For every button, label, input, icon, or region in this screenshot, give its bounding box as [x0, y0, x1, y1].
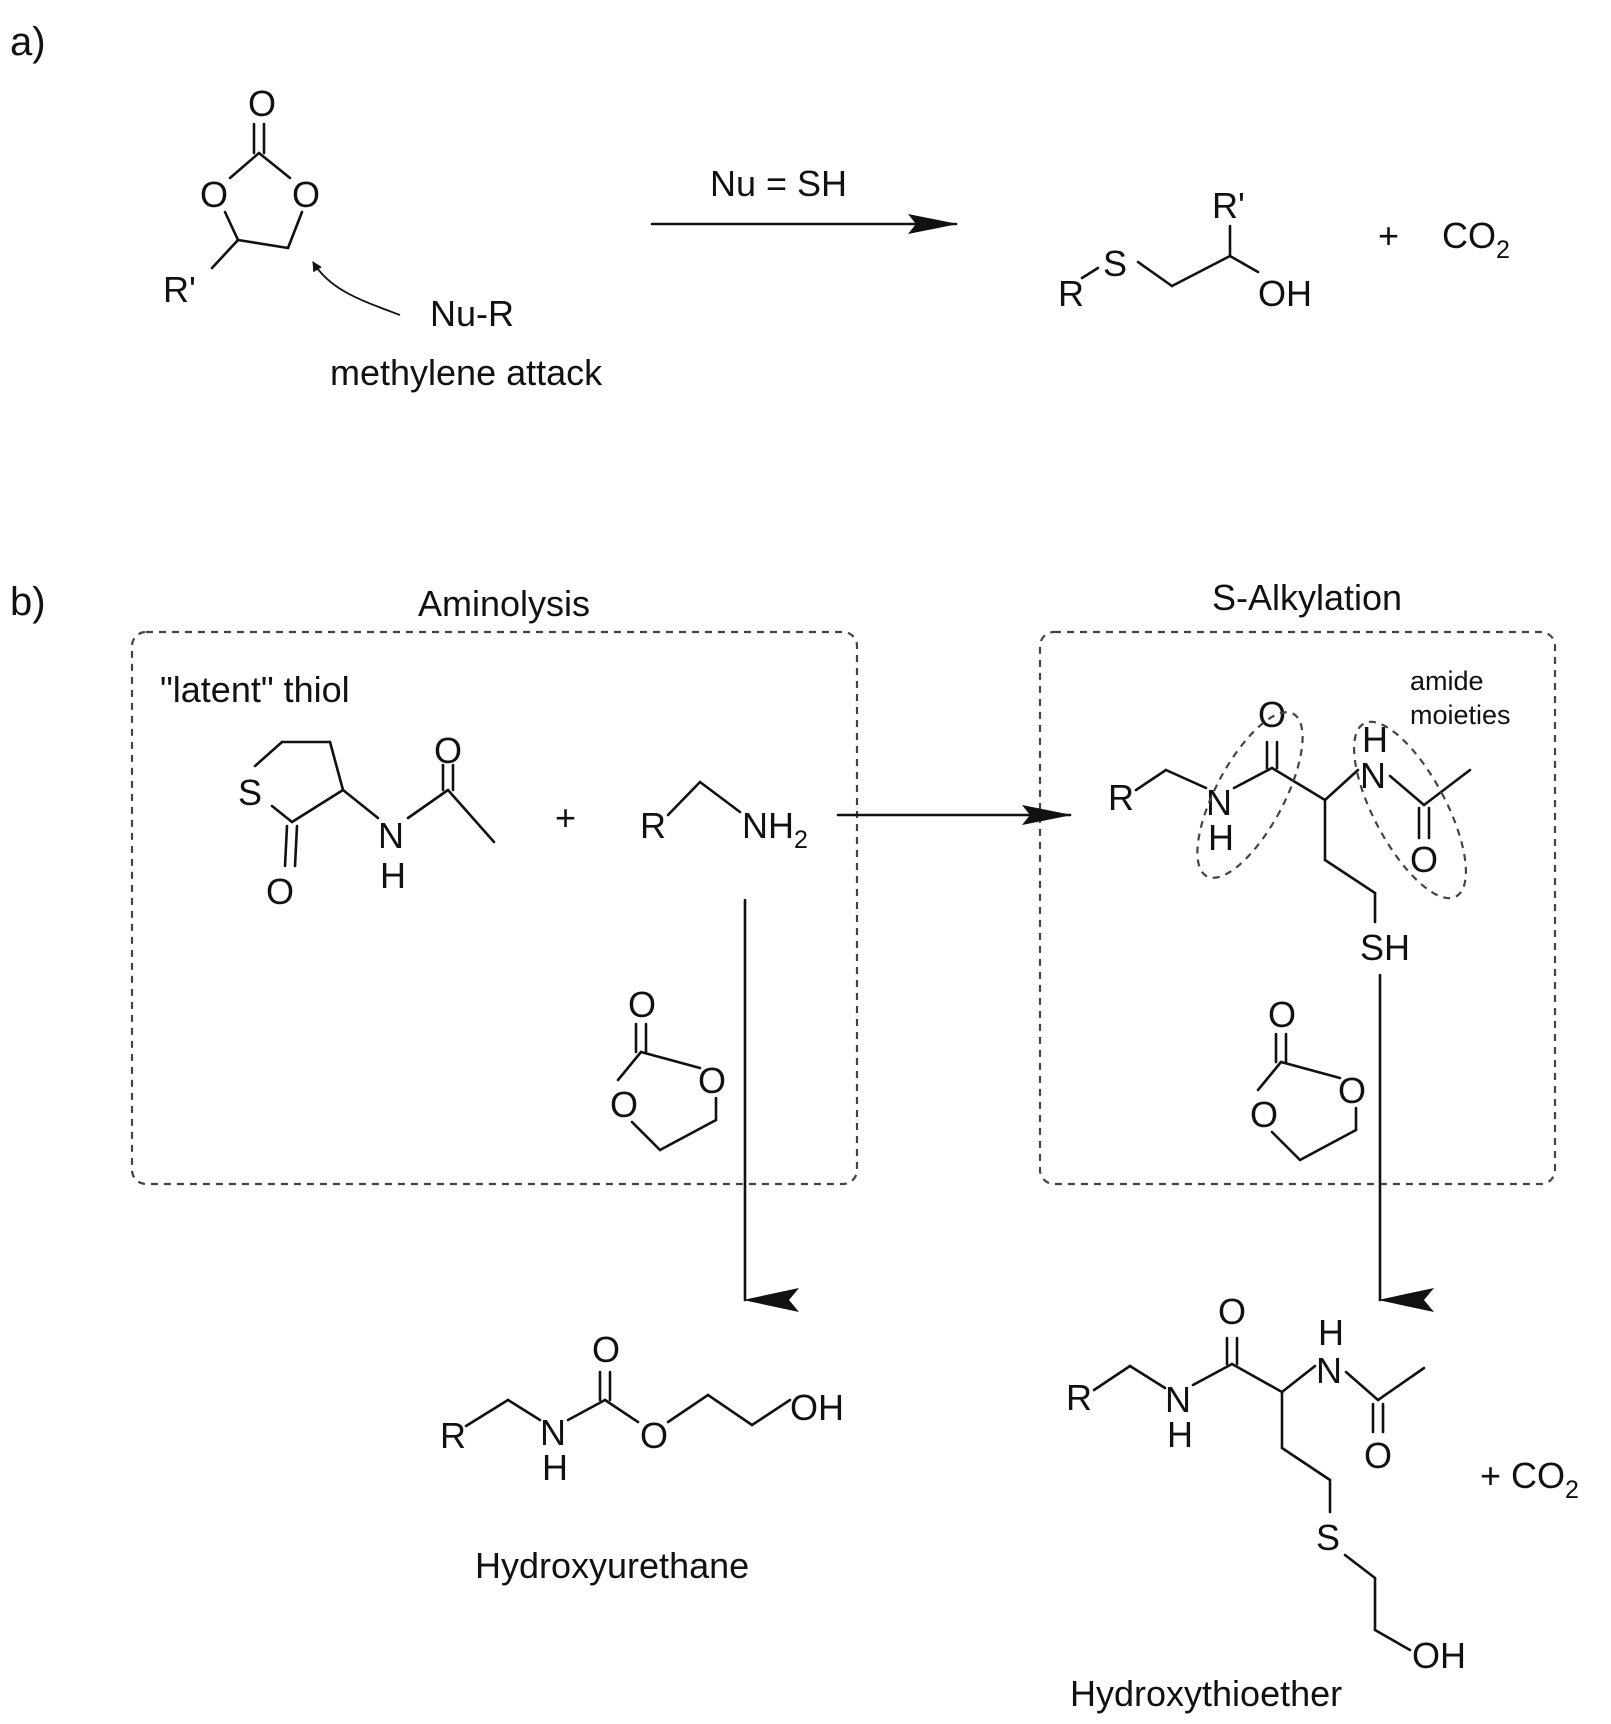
s-alkylation-box	[1038, 630, 1557, 1186]
thiolactone-sulfur: S	[238, 772, 262, 813]
product-sulfur: S	[1103, 243, 1127, 284]
ht-hydroxyl: OH	[1412, 1635, 1466, 1676]
thiolactone-oxygen: O	[266, 871, 294, 912]
ht-amide-nitrogen-2: N	[1316, 1350, 1342, 1391]
co2-label: CO2	[1442, 215, 1510, 264]
product-r-prime: R'	[1212, 185, 1245, 226]
hu-carbonyl-oxygen: O	[592, 1329, 620, 1370]
amide-highlight-left	[1196, 711, 1304, 879]
amine-group: NH2	[742, 805, 808, 854]
ht-r: R	[1066, 1377, 1092, 1418]
ec-right-carbonyl-oxygen: O	[1268, 994, 1296, 1035]
substituent-r-prime: R'	[163, 269, 196, 310]
int-amide-hydrogen-1: H	[1208, 817, 1234, 858]
s-alkylation-title: S-Alkylation	[1212, 577, 1402, 618]
hydroxythioether-structure: R N H O N H O S OH	[1066, 1291, 1466, 1676]
int-amide-nitrogen-1: N	[1206, 782, 1232, 823]
amide-highlight-right	[1352, 720, 1468, 900]
int-r: R	[1108, 777, 1134, 818]
panel-a: a) O O O R' Nu-R methylene attack Nu = S…	[10, 20, 1510, 393]
int-amide-nitrogen-2: N	[1360, 755, 1386, 796]
amine-r: R	[640, 805, 666, 846]
ht-amide-hydrogen-2: H	[1318, 1312, 1344, 1353]
aminolysis-title: Aminolysis	[418, 583, 590, 624]
primary-amine: R NH2	[640, 780, 808, 854]
product-hydroxyl: OH	[1258, 273, 1312, 314]
thiol-intermediate: R N H O N H O SH	[1108, 694, 1472, 968]
reaction-condition: Nu = SH	[710, 163, 847, 204]
ring-oxygen-right: O	[292, 174, 320, 215]
panel-a-label: a)	[10, 20, 46, 64]
hu-hydroxyl: OH	[790, 1387, 844, 1428]
carbonyl-oxygen: O	[248, 83, 276, 124]
hu-r: R	[440, 1415, 466, 1456]
ht-sulfur: S	[1316, 1517, 1340, 1558]
ring-oxygen-left: O	[200, 174, 228, 215]
int-carbonyl-oxygen-2: O	[1410, 839, 1438, 880]
ec-left-ring-oxygen-2: O	[698, 1060, 726, 1101]
plus-sign-b: +	[555, 797, 576, 838]
ht-carbonyl-oxygen-1: O	[1218, 1291, 1246, 1332]
amide-nitrogen: N	[378, 815, 404, 856]
amide-moieties-label-line1: amide	[1410, 666, 1484, 696]
methylene-attack-label: methylene attack	[330, 352, 603, 393]
hydroxyurethane-structure: R N H O O OH	[440, 1329, 844, 1488]
ethylene-carbonate-left: O O O	[610, 984, 726, 1152]
thioether-product: R S R' OH	[1058, 185, 1312, 314]
panel-b: b) Aminolysis S-Alkylation "latent" thio…	[10, 577, 1579, 1714]
panel-b-label: b)	[10, 580, 46, 624]
hu-hydrogen: H	[542, 1447, 568, 1488]
ec-right-ring-oxygen-2: O	[1338, 1070, 1366, 1111]
co2-byproduct: + CO2	[1480, 1455, 1579, 1504]
amide-hydrogen: H	[380, 855, 406, 896]
ht-amide-hydrogen-1: H	[1167, 1414, 1193, 1455]
nucleophile-reagent: Nu-R	[430, 293, 514, 334]
ec-left-carbonyl-oxygen: O	[628, 984, 656, 1025]
attack-arrow	[312, 261, 401, 316]
ec-right-ring-oxygen-1: O	[1250, 1094, 1278, 1135]
ec-left-ring-oxygen-1: O	[610, 1084, 638, 1125]
amide-moieties-label-line2: moieties	[1410, 700, 1511, 730]
acetyl-oxygen: O	[434, 730, 462, 771]
latent-thiol-label: "latent" thiol	[160, 669, 350, 710]
aminolysis-box	[130, 630, 859, 1186]
hu-nitrogen: N	[540, 1412, 566, 1453]
int-carbonyl-oxygen-1: O	[1258, 694, 1286, 735]
cyclic-carbonate-substituted: O O O R'	[163, 83, 320, 310]
ht-carbonyl-oxygen-2: O	[1364, 1435, 1392, 1476]
ethylene-carbonate-right: O O O	[1250, 994, 1366, 1162]
ht-amide-nitrogen-1: N	[1165, 1379, 1191, 1420]
product-r: R	[1058, 273, 1084, 314]
plus-sign-a: +	[1378, 215, 1399, 256]
hu-ester-oxygen: O	[640, 1415, 668, 1456]
int-thiol: SH	[1360, 927, 1410, 968]
hydroxythioether-label: Hydroxythioether	[1070, 1673, 1342, 1714]
hydroxyurethane-label: Hydroxyurethane	[475, 1545, 749, 1586]
thiolactone: S O N H O	[238, 730, 496, 912]
